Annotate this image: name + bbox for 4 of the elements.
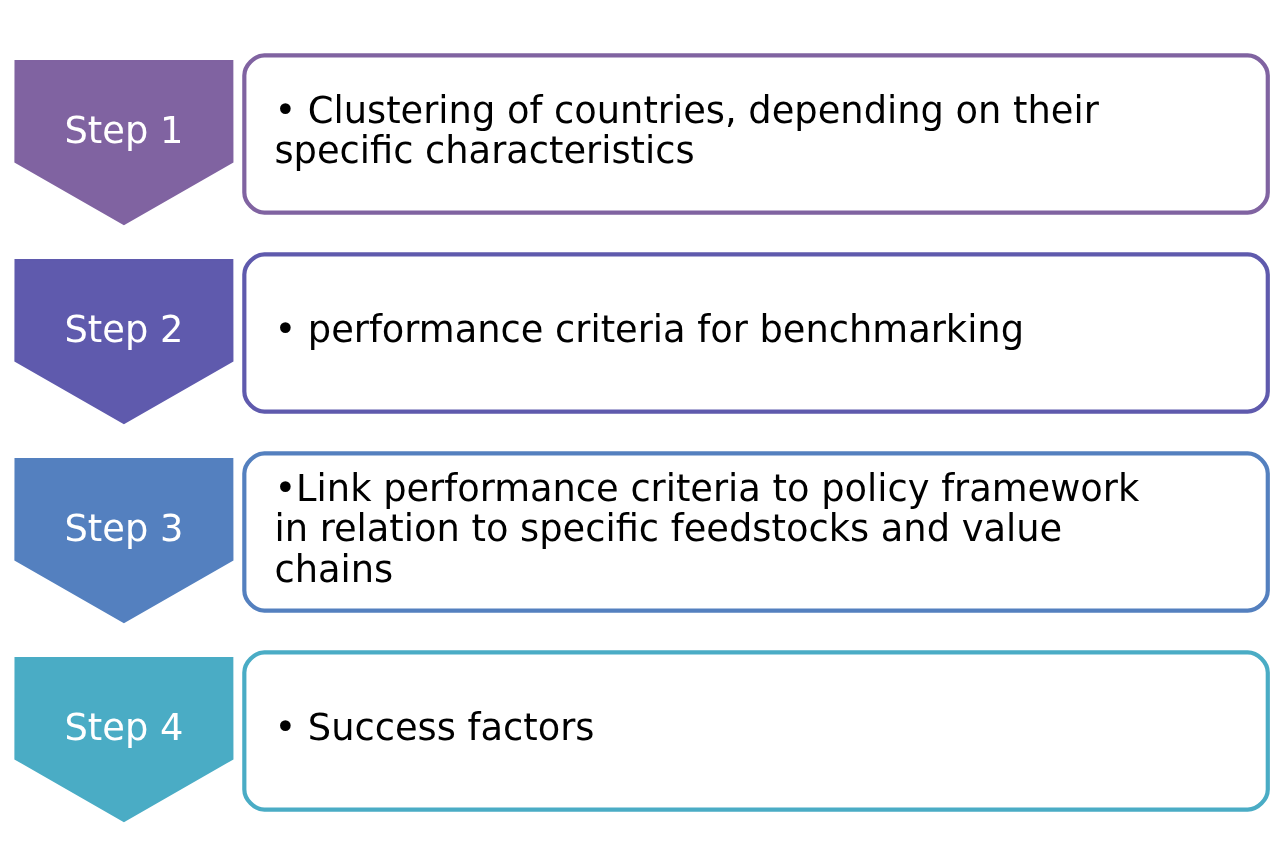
node-box: •Link performance criteria to policy framework in relation to specific feedstocks and value chains [242,451,1270,613]
node-box: • Clustering of countries, depending on their specific characteristics [242,53,1270,215]
node-box: • performance criteria for benchmarking [242,252,1270,414]
node-box: • Success factors [242,650,1270,812]
